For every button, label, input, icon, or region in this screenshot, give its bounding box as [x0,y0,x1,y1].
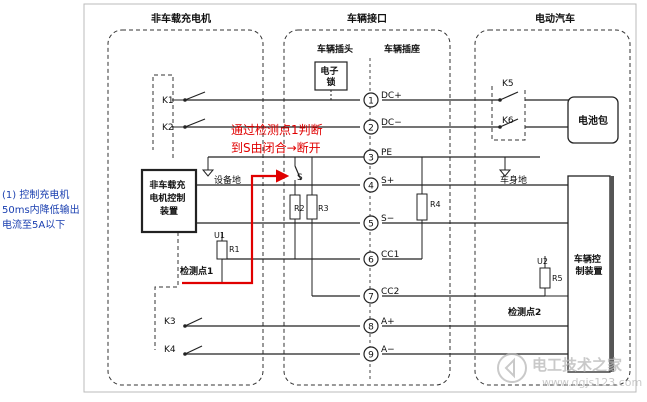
plug-label: 车辆插头 [317,43,353,55]
terminal-6-number: 6 [368,256,374,266]
r5-resistor [539,267,551,289]
highlight-path [182,169,290,285]
vehicle-controller-shadow [610,176,614,372]
k3-label: K3 [164,317,176,327]
terminal-6-name: CC1 [381,250,399,260]
terminals-group: 1 DC+ 2 DC− 3 PE 4 S+ 5 S− 6 CC1 7 CC2 8 A+ 9 A− [363,91,402,362]
k5-k6-control-link [491,86,526,141]
charger-controller-line2: 电机控制 [149,192,185,204]
terminal-8-circle [363,318,379,334]
terminal-7-circle [363,288,379,304]
vehicle-controller-label: 车辆控 制装置 [574,253,604,277]
terminal-5-circle [363,215,379,231]
terminal-4-name: S+ [381,176,394,186]
equipment-ground-label: 设备地 [214,174,241,186]
charger-section-frame [107,29,264,386]
r1-label: R1 [229,245,240,254]
terminal-9-circle [363,346,379,362]
section-title-interface: 车辆接口 [347,12,387,25]
terminal-1-name: DC+ [381,91,402,101]
section-title-charger: 非车载充电机 [151,12,211,25]
body-ground-label: 车身地 [500,174,527,186]
terminal-3-circle [363,149,379,165]
vehicle-controller-line1: 车辆控 [574,253,601,265]
k4-switch [183,345,203,356]
battery-label: 电池包 [578,114,608,127]
vehicle-section-frame [474,29,631,386]
k5-label: K5 [502,79,514,89]
terminal-4-number: 4 [368,182,374,192]
k6-switch [498,118,519,129]
blue-annotation-line3: 电流至5A以下 [2,218,65,231]
red-annotation-line2: 到S由闭合→断开 [231,140,321,155]
watermark-site-name: 电工技术之家 [532,356,622,374]
e-lock-label-line1: 电子 [320,65,338,77]
k4-label: K4 [164,345,176,355]
k1-k2-control-link [152,74,174,158]
k6-label: K6 [502,116,514,126]
terminal-2-name: DC− [381,118,402,128]
terminal-1-circle [363,92,379,108]
r2-label: R2 [294,204,305,213]
terminal-7-name: CC2 [381,287,399,297]
k1-switch [172,91,215,102]
watermark: 电工技术之家 www.dgjs123.com [497,353,642,389]
red-annotation-line1: 通过检测点1判断 [231,122,323,137]
terminal-3-number: 3 [368,154,374,164]
k5-switch [498,91,519,102]
terminal-8-number: 8 [368,323,374,333]
k3-k4-control-link [154,232,179,350]
interface-section-frame [283,29,451,386]
blue-annotation-line1: (1) 控制充电机 [2,188,69,201]
e-lock-label-line2: 锁 [326,76,335,88]
terminal-9-name: A− [381,345,395,355]
outer-frame [83,3,637,393]
k2-label: K2 [162,123,174,133]
terminal-5-number: 5 [368,220,374,230]
terminal-1-number: 1 [368,97,374,107]
r3-label: R3 [318,204,329,213]
terminal-9-number: 9 [368,351,374,361]
blue-annotation-line2: 50ms内降低输出 [2,203,80,216]
k1-label: K1 [162,96,174,106]
terminal-8-name: A+ [381,317,395,327]
terminal-7-number: 7 [368,293,374,303]
watermark-logo-icon [497,353,528,383]
terminal-3-name: PE [381,148,392,158]
charger-controller-line3: 装置 [159,205,178,217]
r1-resistor [216,240,228,260]
socket-label: 车辆插座 [384,43,420,55]
battery-pack [567,96,619,144]
check-point-2-label: 检测点2 [508,306,541,318]
terminal-2-number: 2 [368,124,374,134]
s-switch-label: S [297,173,303,183]
terminal-2-circle [363,119,379,135]
vehicle-controller-line2: 制装置 [575,265,602,277]
body-ground-symbol [498,169,512,177]
k2-switch [172,118,206,129]
e-lock-label: 电子 锁 [320,65,341,88]
equipment-ground-symbol [201,169,215,177]
watermark-site-url: www.dgjs123.com [542,376,642,389]
k3-switch [183,317,203,328]
r5-label: R5 [552,274,563,283]
vehicle-controller [567,175,611,373]
section-title-vehicle: 电动汽车 [535,12,575,25]
terminal-4-circle [363,177,379,193]
u2-label: U2 [537,257,548,266]
charger-controller-label: 非车载充 电机控制 装置 [149,179,188,217]
terminal-6-circle [363,251,379,267]
s-switch-blade [294,165,302,181]
charger-controller [140,168,198,234]
r4-resistor [416,193,428,221]
check-point-1-label: 检测点1 [180,265,213,277]
charger-controller-line1: 非车载充 [149,179,185,191]
u1-label: U1 [214,231,225,240]
r3-resistor [306,194,318,220]
r4-label: R4 [430,200,441,209]
terminal-5-name: S− [381,214,394,224]
